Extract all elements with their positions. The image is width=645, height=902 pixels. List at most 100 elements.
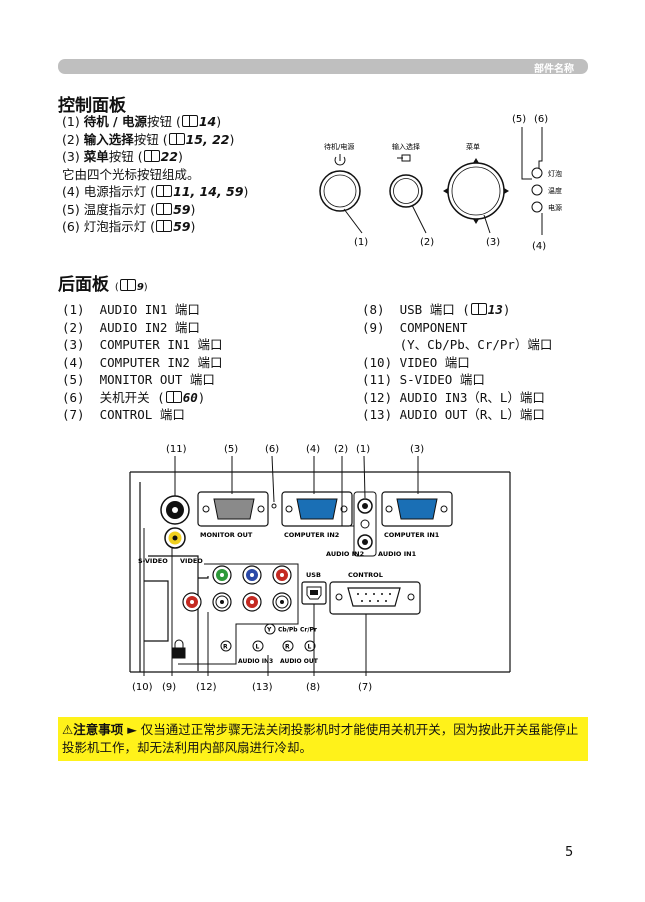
book-ref-icon (470, 303, 487, 315)
cursor-up-icon[interactable] (473, 158, 479, 163)
audio-in2-label: AUDIO IN2 (326, 550, 364, 558)
callout-6: (6) (534, 114, 548, 125)
callout-8: (8) (306, 682, 320, 693)
rear-panel-right-list: (8) USB 端口 (13) (9) COMPONENT (Y、Cb/Pb、C… (362, 301, 552, 424)
book-ref-icon (156, 202, 173, 215)
section-header-bar: 部件名称 (58, 59, 588, 75)
input-select-icon (397, 154, 411, 162)
callout-1: (1) (354, 237, 368, 248)
temp-indicator (531, 184, 543, 196)
callout-7: (7) (358, 682, 372, 693)
input-label: 输入选择 (392, 142, 420, 151)
menu-button[interactable] (447, 162, 505, 220)
book-ref-icon (168, 132, 185, 145)
l-label-out: L (308, 644, 312, 651)
cbpb-label: Cb/Pb (278, 627, 298, 634)
input-select-button[interactable] (389, 174, 423, 208)
rear-item-1: (1) AUDIO IN1 端口 (62, 302, 200, 317)
book-ref-icon (181, 115, 198, 127)
power-icon (334, 154, 346, 166)
control-item-3: (3) 菜单按钮 (22) (62, 149, 183, 164)
callout-6: (6) (265, 444, 279, 455)
rear-item-3: (3) COMPUTER IN1 端口 (62, 337, 223, 352)
usb-label: USB (306, 571, 321, 579)
callout-11: (11) (166, 444, 187, 455)
page-number: 5 (565, 845, 574, 860)
rear-item-5: (5) MONITOR OUT 端口 (62, 372, 215, 387)
power-indicator (531, 201, 543, 213)
rear-panel-diagram: (11) (5) (6) (4) (2) (1) (3) S-VIDEO VID… (129, 444, 511, 693)
s-video-label: S-VIDEO (138, 557, 168, 565)
control-panel-list: (1) 待机 / 电源按钮 (14) (2) 输入选择按钮 (15, 22) (… (62, 113, 248, 236)
computer-in1-label: COMPUTER IN1 (384, 531, 440, 539)
callout-13: (13) (252, 682, 273, 693)
standby-power-button[interactable] (319, 170, 361, 212)
rear-panel-left-list: (1) AUDIO IN1 端口 (2) AUDIO IN2 端口 (3) CO… (62, 301, 222, 424)
control-panel-diagram: 待机/电源 输入选择 菜单 灯泡 温度 电源 (5) (6) (1) (2) (… (319, 114, 562, 252)
video-label: VIDEO (180, 557, 203, 565)
caution-text: 仅当通过正常步骤无法关闭投影机时才能使用关机开关，因为按此开关虽能停止投影机工作… (62, 722, 579, 755)
book-ref-icon (119, 279, 136, 291)
r-label-in3: R (223, 644, 228, 651)
callout-2: (2) (334, 444, 348, 455)
audio-in3-label: AUDIO IN3 (238, 658, 273, 665)
l-label-in3: L (256, 644, 260, 651)
control-item-2: (2) 输入选择按钮 (15, 22) (62, 131, 235, 147)
control-note: 它由四个光标按钮组成。 (62, 166, 200, 182)
security-lock-icon (172, 639, 186, 659)
menu-label: 菜单 (466, 142, 480, 151)
rear-panel-title: 后面板 (9) (58, 275, 148, 295)
control-label: CONTROL (348, 571, 383, 579)
book-ref-icon (143, 150, 160, 162)
rear-item-10: (10) VIDEO 端口 (362, 354, 470, 370)
computer-in1-port[interactable] (396, 498, 438, 520)
control-item-1: (1) 待机 / 电源按钮 (14) (62, 114, 222, 129)
cursor-down-icon[interactable] (473, 219, 479, 224)
r-label-out: R (285, 644, 290, 651)
callout-2: (2) (420, 237, 434, 248)
rear-item-12: (12) AUDIO IN3（R、L）端口 (362, 389, 545, 405)
computer-in2-port[interactable] (296, 498, 338, 520)
computer-in2-label: COMPUTER IN2 (284, 531, 339, 539)
caution-label: ⚠注意事项 (62, 722, 124, 737)
rear-item-4: (4) COMPUTER IN2 端口 (62, 354, 223, 370)
rear-item-13: (13) AUDIO OUT（R、L）端口 (362, 407, 545, 422)
rear-item-11: (11) S-VIDEO 端口 (362, 372, 485, 387)
book-ref-icon (156, 220, 173, 232)
control-port[interactable] (347, 587, 401, 607)
callout-10: (10) (132, 682, 153, 693)
standby-label: 待机/电源 (324, 142, 354, 151)
control-item-5: (5) 温度指示灯 (59) (62, 201, 196, 217)
callout-1: (1) (356, 444, 370, 455)
temp-label: 温度 (548, 186, 562, 195)
rear-item-7: (7) CONTROL 端口 (62, 407, 185, 422)
crpr-label: Cr/Pr (300, 627, 317, 634)
lamp-label: 灯泡 (548, 169, 562, 178)
rear-item-2: (2) AUDIO IN2 端口 (62, 319, 200, 335)
callout-3: (3) (486, 237, 500, 248)
book-ref-icon (165, 390, 182, 403)
cursor-right-icon[interactable] (504, 188, 509, 194)
shutdown-switch[interactable] (271, 503, 277, 509)
section-name: 部件名称 (534, 64, 574, 75)
audio-out-label: AUDIO OUT (280, 658, 319, 665)
monitor-out-label: MONITOR OUT (200, 531, 253, 539)
callout-12: (12) (196, 682, 217, 693)
callout-9: (9) (162, 682, 176, 693)
caution-box: ⚠注意事项 ► 仅当通过正常步骤无法关闭投影机时才能使用关机开关，因为按此开关虽… (58, 717, 588, 761)
caution-arrow-icon: ► (127, 722, 137, 737)
rear-item-8: (8) USB 端口 (13) (362, 302, 511, 317)
rear-item-9-detail: (Y、Cb/Pb、Cr/Pr）端口 (362, 337, 553, 352)
callout-4: (4) (306, 444, 320, 455)
rear-item-9: (9) COMPONENT (362, 319, 468, 335)
callout-5: (5) (512, 114, 526, 125)
power-label: 电源 (548, 203, 562, 212)
callout-5: (5) (224, 444, 238, 455)
y-label: Y (266, 627, 272, 634)
callout-3: (3) (410, 444, 424, 455)
callout-4: (4) (532, 241, 546, 252)
lamp-indicator (531, 167, 543, 179)
book-ref-icon (156, 185, 173, 197)
cursor-left-icon[interactable] (443, 188, 448, 194)
monitor-out-port[interactable] (213, 498, 255, 520)
